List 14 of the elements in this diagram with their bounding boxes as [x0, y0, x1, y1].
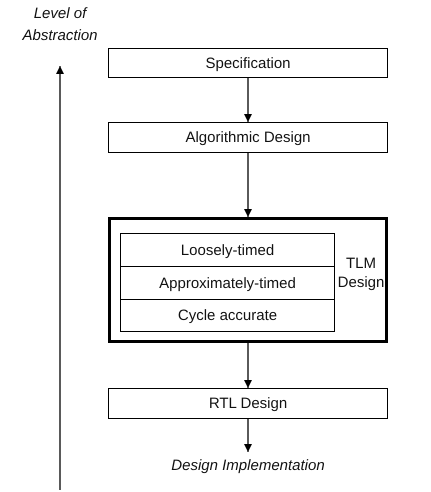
level-box: Approximately-timed	[120, 266, 335, 300]
process-box: RTL Design	[108, 388, 388, 419]
arrow	[244, 343, 252, 388]
arrow	[244, 419, 252, 452]
arrow	[244, 153, 252, 217]
group-label: TLM Design	[336, 254, 386, 292]
output-label: Design Implementation	[148, 452, 348, 478]
group-box	[108, 217, 388, 343]
axis-label: Level of Abstraction	[20, 4, 99, 46]
process-box: Specification	[108, 48, 388, 78]
arrow	[244, 78, 252, 122]
level-box: Cycle accurate	[120, 299, 335, 332]
level-box: Loosely-timed	[120, 233, 335, 267]
process-box: Algorithmic Design	[108, 122, 388, 153]
